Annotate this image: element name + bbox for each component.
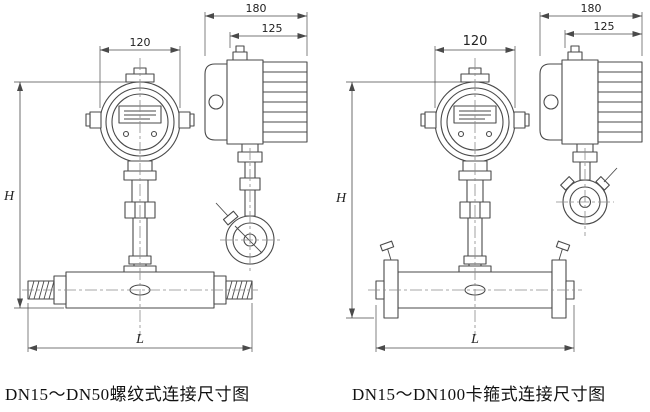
right-dim-head-width: 120 — [434, 34, 516, 108]
left-dim-height: H — [3, 81, 126, 309]
right-dim-label-180: 180 — [581, 2, 602, 15]
left-dim-label-H: H — [3, 189, 15, 204]
right-centerlines — [368, 58, 582, 336]
left-front-view — [22, 58, 258, 336]
left-clamp-bolt — [222, 210, 239, 226]
right-dim-side-inner: 125 — [564, 20, 642, 48]
right-side-centerlines — [556, 148, 614, 236]
right-transmitter-side — [539, 45, 643, 145]
left-centerlines — [22, 58, 258, 336]
right-dim-label-L: L — [470, 332, 479, 347]
right-dim-label-H: H — [335, 191, 347, 206]
left-dim-length: L — [27, 303, 253, 352]
right-diagram: 120 180 125 H — [335, 2, 643, 352]
right-caption: DN15～DN100卡箍式连接尺寸图 — [352, 385, 606, 404]
left-dim-side-width: 180 — [204, 2, 308, 56]
right-dim-length: L — [375, 305, 575, 352]
right-dim-label-125: 125 — [594, 20, 615, 33]
left-dim-label-180: 180 — [246, 2, 267, 15]
right-dim-height: H — [335, 81, 461, 319]
right-side-view — [539, 45, 643, 236]
left-dim-label-120: 120 — [130, 36, 151, 49]
left-diagram: 120 180 125 H — [3, 2, 308, 352]
right-front-view — [368, 58, 582, 336]
right-dim-side-width: 180 — [539, 2, 643, 56]
left-side-view — [204, 45, 308, 272]
left-transmitter-side — [204, 45, 308, 145]
right-clamp-bolt-left — [560, 176, 575, 191]
right-dim-label-120: 120 — [463, 34, 488, 49]
left-caption: DN15～DN50螺纹式连接尺寸图 — [5, 385, 250, 404]
left-dim-label-L: L — [135, 332, 144, 347]
left-side-centerlines — [220, 148, 280, 272]
left-dim-head-width: 120 — [99, 36, 181, 108]
right-pipe-clamp-bolts — [379, 240, 571, 261]
left-dim-side-inner: 125 — [229, 22, 307, 48]
left-dim-label-125: 125 — [262, 22, 283, 35]
